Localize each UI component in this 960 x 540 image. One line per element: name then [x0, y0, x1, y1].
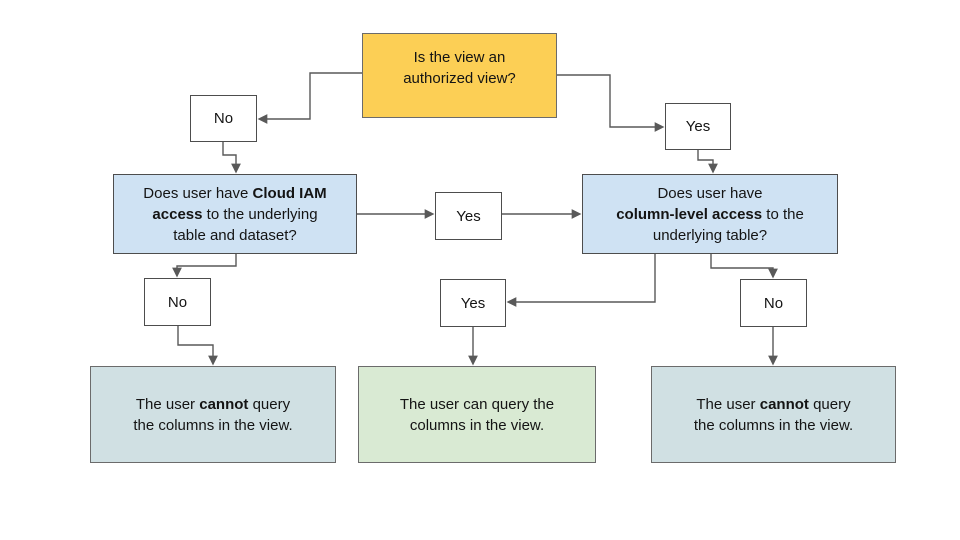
text-segment: the columns in the view. [693, 416, 854, 434]
text-line: authorized view? [403, 68, 516, 89]
node-text: The user can query the columns in the vi… [400, 394, 554, 436]
text-line: underlying table? [616, 225, 804, 246]
connector-no2-to-cannot-left [177, 326, 218, 366]
node-text: Does user have column-level access to th… [616, 183, 804, 246]
branch-label-text: No [763, 294, 784, 312]
text-segment: the columns in the view. [133, 416, 293, 434]
text-line: The user cannot query [694, 394, 853, 415]
text-segment: The user can query the [399, 395, 555, 413]
connector-iam-question-to-no2 [172, 254, 237, 278]
text-segment: columns in the view. [409, 416, 545, 434]
branch-label-text: No [167, 293, 188, 311]
text-segment: query [248, 395, 291, 413]
text-segment: Does user have [143, 184, 253, 202]
node-text: Does user have Cloud IAM access to the u… [143, 183, 326, 246]
branch-label-yes-column: Yes [440, 279, 506, 327]
connector-col-question-to-no3 [710, 254, 778, 279]
connector-root-to-no1 [257, 72, 362, 124]
text-line: table and dataset? [143, 225, 326, 246]
text-line: Does user have Cloud IAM [143, 183, 326, 204]
connector-no1-to-iam-question [222, 142, 241, 174]
text-segment: query [808, 395, 851, 413]
text-segment-bold: cannot [759, 395, 809, 413]
result-can-query: The user can query the columns in the vi… [358, 366, 596, 463]
decision-authorized-view: Is the view an authorized view? [362, 33, 557, 118]
branch-label-no-iam: No [144, 278, 211, 326]
text-segment-bold: cannot [199, 395, 249, 413]
text-line: The user cannot query [133, 394, 292, 415]
node-text: Is the view an authorized view? [403, 47, 516, 89]
connector-root-to-yes1 [557, 74, 665, 132]
branch-label-yes-authorized: Yes [665, 103, 731, 150]
text-line: the columns in the view. [694, 415, 853, 436]
text-segment: authorized view? [403, 70, 516, 87]
node-text: The user cannot query the columns in the… [694, 394, 853, 436]
text-segment: table and dataset? [173, 226, 297, 244]
text-line: columns in the view. [400, 415, 554, 436]
text-segment: to the underlying [202, 205, 318, 223]
node-text: The user cannot query the columns in the… [133, 394, 292, 436]
result-cannot-query-right: The user cannot query the columns in the… [651, 366, 896, 463]
text-line: the columns in the view. [133, 415, 292, 436]
branch-label-text: Yes [456, 207, 481, 225]
text-segment: The user [696, 395, 760, 413]
branch-label-text: Yes [685, 118, 711, 135]
question-column-level-access: Does user have column-level access to th… [582, 174, 838, 254]
branch-label-text: Yes [460, 294, 486, 312]
text-segment-bold: column-level access [616, 205, 763, 223]
text-line: access to the underlying [143, 204, 326, 225]
connector-yes1-to-col-question [697, 150, 718, 174]
connector-col-question-to-yes2 [506, 254, 656, 307]
text-line: column-level access to the [616, 204, 804, 225]
text-segment: The user [135, 395, 200, 413]
text-line: Does user have [616, 183, 804, 204]
text-segment: Is the view an [413, 49, 506, 66]
text-segment-bold: Cloud IAM [252, 184, 327, 202]
text-segment: to the [762, 205, 804, 223]
branch-label-yes-iam: Yes [435, 192, 502, 240]
text-segment: underlying table? [652, 226, 768, 244]
branch-label-no-authorized: No [190, 95, 257, 142]
text-segment-bold: access [152, 205, 203, 223]
text-line: Is the view an [403, 47, 516, 68]
branch-label-no-column: No [740, 279, 807, 327]
result-cannot-query-left: The user cannot query the columns in the… [90, 366, 336, 463]
text-segment: Does user have [657, 184, 763, 202]
branch-label-text: No [213, 110, 234, 127]
text-line: The user can query the [400, 394, 554, 415]
question-cloud-iam-access: Does user have Cloud IAM access to the u… [113, 174, 357, 254]
